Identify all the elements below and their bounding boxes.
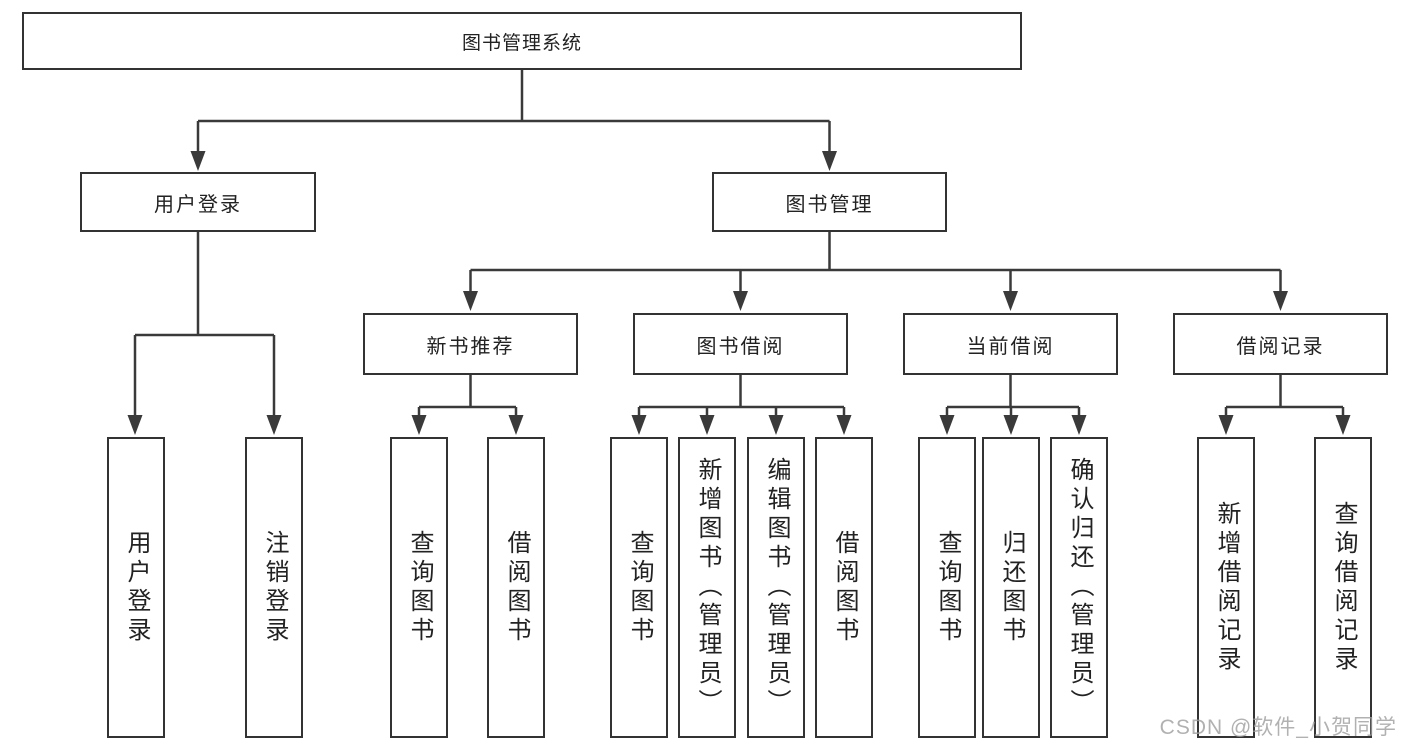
- node-borrow-records: 借阅记录: [1173, 313, 1388, 375]
- leaf-current-return: 归还图书: [982, 437, 1040, 738]
- csdn-watermark: CSDN @软件_小贺同学: [1159, 716, 1397, 739]
- leaf-current-query-label: 查询图书: [934, 529, 961, 646]
- node-new-book-recommend: 新书推荐: [363, 313, 578, 375]
- leaf-logout-label: 注销登录: [261, 529, 288, 646]
- leaf-logout: 注销登录: [245, 437, 303, 738]
- leaf-borrow-edit-label: 编辑图书（管理员）: [763, 457, 790, 718]
- node-book-borrow: 图书借阅: [633, 313, 848, 375]
- edge-bookborrow-to-leaves: [639, 375, 844, 409]
- leaf-borrow-add-label: 新增图书（管理员）: [694, 457, 721, 718]
- node-book-management: 图书管理: [712, 172, 947, 232]
- edge-borrowrecords-to-leaves: [1226, 375, 1343, 409]
- leaf-borrow-add: 新增图书（管理员）: [678, 437, 736, 738]
- leaf-newbook-borrow: 借阅图书: [487, 437, 545, 738]
- leaf-record-add-label: 新增借阅记录: [1213, 500, 1240, 675]
- leaf-record-add: 新增借阅记录: [1197, 437, 1255, 738]
- leaf-user-login-label: 用户登录: [123, 529, 150, 646]
- arrowheads: [127, 121, 1351, 435]
- edge-bookmgmt-to-level3: [470, 232, 1281, 272]
- leaf-current-confirm-label: 确认归还（管理员）: [1066, 457, 1093, 718]
- node-user-login: 用户登录: [80, 172, 316, 232]
- leaf-borrow-query: 查询图书: [610, 437, 668, 738]
- leaf-current-query: 查询图书: [918, 437, 976, 738]
- edge-userlogin-to-leaves: [135, 232, 274, 337]
- leaf-newbook-query: 查询图书: [390, 437, 448, 738]
- leaf-record-query: 查询借阅记录: [1314, 437, 1372, 738]
- leaf-borrow-book-label: 借阅图书: [831, 529, 858, 646]
- leaf-borrow-edit: 编辑图书（管理员）: [747, 437, 805, 738]
- node-current-borrow: 当前借阅: [903, 313, 1118, 375]
- edge-currentborrow-to-leaves: [947, 375, 1079, 409]
- leaf-newbook-borrow-label: 借阅图书: [503, 529, 530, 646]
- leaf-borrow-query-label: 查询图书: [626, 529, 653, 646]
- edge-root-to-level2: [198, 70, 830, 123]
- leaf-newbook-query-label: 查询图书: [406, 529, 433, 646]
- node-root: 图书管理系统: [22, 12, 1022, 70]
- edge-newbook-to-leaves: [419, 375, 516, 409]
- leaf-record-query-label: 查询借阅记录: [1330, 500, 1357, 675]
- leaf-user-login: 用户登录: [107, 437, 165, 738]
- leaf-current-return-label: 归还图书: [998, 529, 1025, 646]
- leaf-current-confirm: 确认归还（管理员）: [1050, 437, 1108, 738]
- leaf-borrow-book: 借阅图书: [815, 437, 873, 738]
